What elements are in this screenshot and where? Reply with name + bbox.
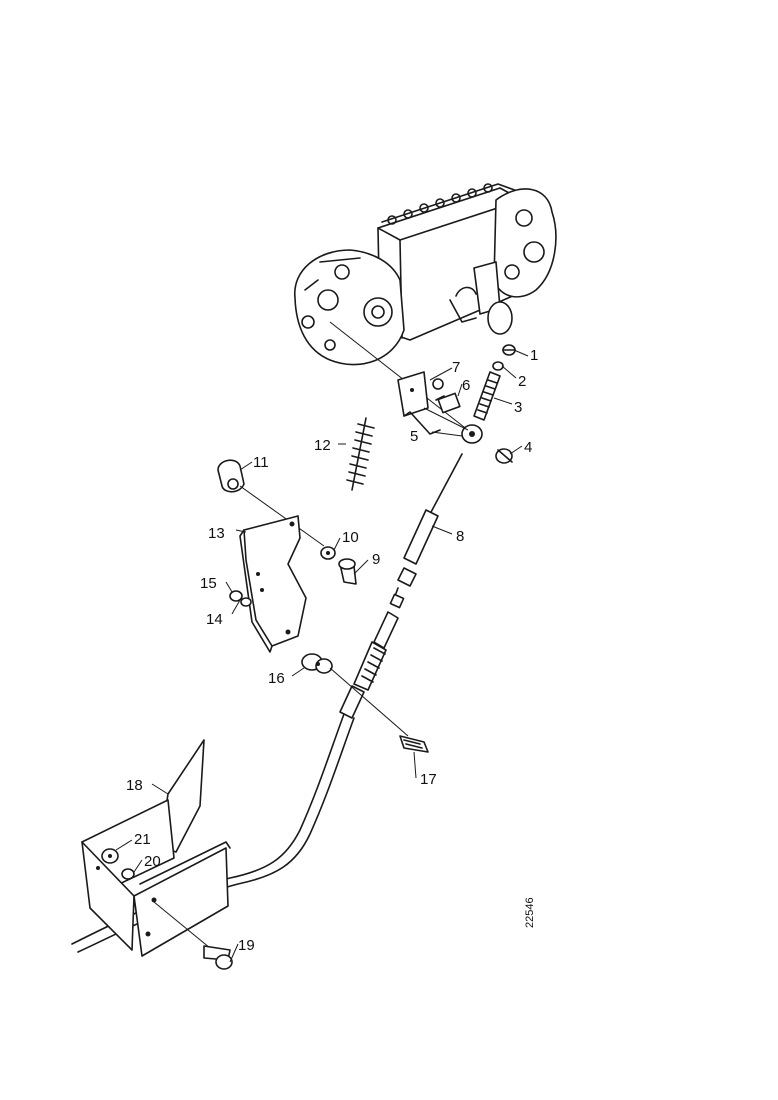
part-12-spring bbox=[346, 417, 375, 491]
part-10-washer bbox=[320, 546, 336, 560]
figure-reference-number: 22546 bbox=[524, 897, 536, 928]
callout-3: 3 bbox=[514, 399, 522, 416]
callout-4: 4 bbox=[524, 439, 532, 456]
part-6-bolt bbox=[435, 392, 461, 414]
part-7-bracket bbox=[397, 371, 444, 435]
part-5-ball-socket bbox=[461, 424, 483, 444]
part-11-cap bbox=[217, 459, 245, 493]
part-3-threaded-rod bbox=[473, 371, 501, 421]
part-20-washer bbox=[121, 868, 135, 880]
callout-12: 12 bbox=[314, 437, 331, 454]
callout-21: 21 bbox=[134, 831, 151, 848]
part-2-washer bbox=[492, 361, 504, 371]
part-8-rod bbox=[389, 453, 463, 609]
callout-1: 1 bbox=[530, 347, 538, 364]
callout-15: 15 bbox=[200, 575, 217, 592]
callout-9: 9 bbox=[372, 551, 380, 568]
part-13-bracket bbox=[239, 515, 307, 653]
callout-20: 20 bbox=[144, 853, 161, 870]
part-9-bolt bbox=[338, 558, 357, 585]
part-19-bolt bbox=[203, 945, 233, 970]
callout-7: 7 bbox=[452, 359, 460, 376]
part-21-nut bbox=[101, 848, 119, 864]
leader-lines bbox=[115, 349, 529, 963]
callout-17: 17 bbox=[420, 771, 437, 788]
part-17-clevis bbox=[399, 735, 429, 753]
callout-16: 16 bbox=[268, 670, 285, 687]
callout-6: 6 bbox=[462, 377, 470, 394]
callout-8: 8 bbox=[456, 528, 464, 545]
callout-11: 11 bbox=[253, 454, 269, 471]
callout-10: 10 bbox=[342, 529, 359, 546]
part-4-ball-joint bbox=[495, 448, 513, 464]
part-18-pedal bbox=[81, 739, 231, 957]
callout-labels: 1 2 3 4 5 6 7 8 9 10 11 12 13 14 15 16 1… bbox=[126, 347, 538, 954]
callout-19: 19 bbox=[238, 937, 255, 954]
part-16-clamp-nut bbox=[301, 653, 333, 674]
callout-5: 5 bbox=[410, 428, 418, 445]
part-15-nut bbox=[229, 590, 243, 602]
callout-18: 18 bbox=[126, 777, 143, 794]
part-1-nut bbox=[502, 344, 516, 356]
injection-pump bbox=[294, 183, 557, 366]
part-14-washer bbox=[240, 597, 252, 607]
callout-14: 14 bbox=[206, 611, 223, 628]
callout-13: 13 bbox=[208, 525, 225, 542]
callout-2: 2 bbox=[518, 373, 526, 390]
